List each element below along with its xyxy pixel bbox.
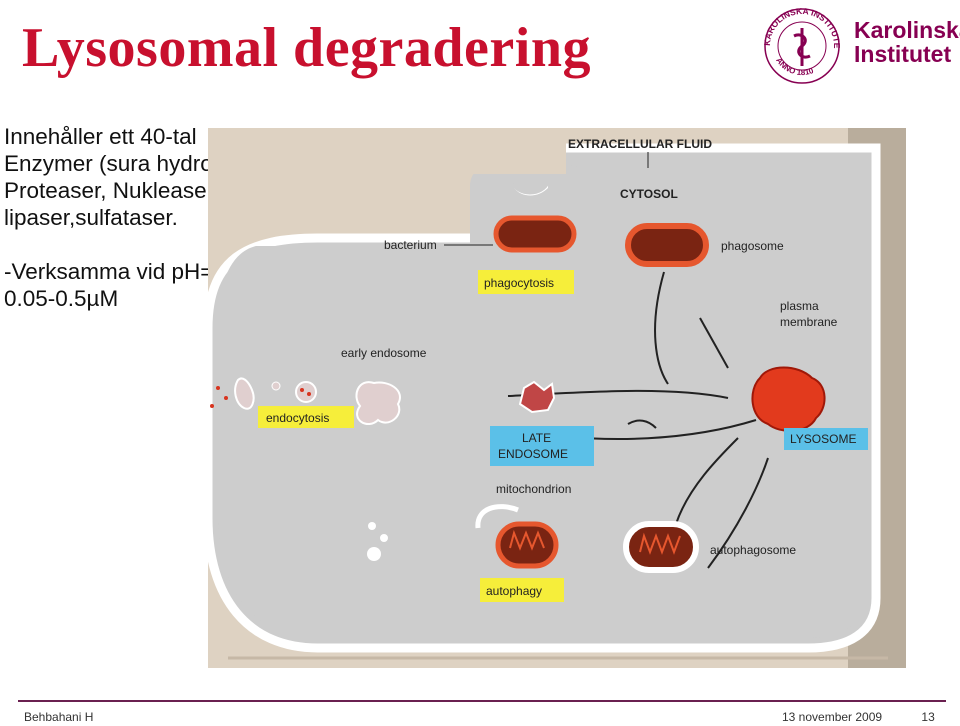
label-lysosome-bg xyxy=(784,428,868,450)
karolinska-logo: KAROLINSKA INSTITUTET ANNO 1810 xyxy=(756,4,842,84)
label-phagocytosis-bg xyxy=(478,270,574,294)
label-late-endosome-2: ENDOSOME xyxy=(498,447,568,461)
label-endocytosis: endocytosis xyxy=(266,411,329,425)
logo-year: ANNO 1810 xyxy=(774,56,815,77)
label-autophagosome: autophagosome xyxy=(710,543,796,557)
label-early-endosome: early endosome xyxy=(341,346,427,360)
label-phagosome: phagosome xyxy=(721,239,784,253)
footer-date: 13 november 2009 xyxy=(782,710,883,724)
body-text: Innehåller ett 40-tal Enzymer (sura hydr… xyxy=(4,123,304,312)
mitochondrion xyxy=(495,521,559,569)
label-mitochondrion: mitochondrion xyxy=(496,482,571,496)
label-late-endosome-1: LATE xyxy=(522,431,551,445)
footer-page-number: 13 xyxy=(921,710,935,724)
label-phagocytosis: phagocytosis xyxy=(484,276,554,290)
body-line: Innehåller ett 40-tal xyxy=(4,124,197,149)
logo-wordmark-line2: Institutet xyxy=(854,41,952,67)
label-lysosome: LYSOSOME xyxy=(790,432,856,446)
logo-wordmark-line1: Karolinska xyxy=(854,17,960,43)
footer-divider xyxy=(18,700,946,702)
label-bacterium: bacterium xyxy=(384,238,437,252)
label-autophagy-bg xyxy=(480,578,564,602)
svg-text:ANNO 1810: ANNO 1810 xyxy=(774,56,815,77)
phagosome xyxy=(625,223,709,267)
bacterium xyxy=(493,215,577,253)
slide-title: Lysosomal degradering xyxy=(22,17,591,79)
label-extracellular: EXTRACELLULAR FLUID xyxy=(568,137,712,151)
label-endocytosis-bg xyxy=(258,406,354,428)
logo-ring-text: KAROLINSKA INSTITUTET xyxy=(756,4,842,49)
logo-wordmark: Karolinska Institutet xyxy=(854,18,960,66)
svg-text:KAROLINSKA INSTITUTET: KAROLINSKA INSTITUTET xyxy=(756,4,842,49)
body-line: -Verksamma vid pH=5 xyxy=(4,259,226,284)
label-late-endosome-bg xyxy=(490,426,594,466)
body-line: Proteaser, Nukleaser, xyxy=(4,178,220,203)
label-autophagy: autophagy xyxy=(486,584,542,598)
logo-seal xyxy=(764,8,840,84)
footer-author: Behbahani H xyxy=(24,710,94,724)
body-line: lipaser,sulfataser. xyxy=(4,205,178,230)
label-cytosol: CYTOSOL xyxy=(620,187,678,201)
lysosome-pathways-figure: EXTRACELLULAR FLUID CYTOSOL bacterium ph… xyxy=(208,128,906,668)
body-line: 0.05-0.5µM xyxy=(4,286,119,311)
label-plasma-membrane-1: plasma xyxy=(780,299,819,313)
footer-right: 13 november 2009 13 xyxy=(782,710,935,724)
label-plasma-membrane-2: membrane xyxy=(780,315,838,329)
